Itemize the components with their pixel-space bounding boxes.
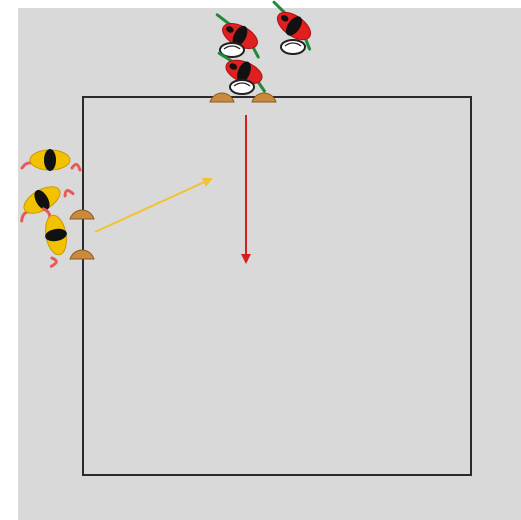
background: [18, 8, 521, 520]
ball-icon: [281, 40, 305, 54]
ball-icon: [230, 80, 254, 94]
